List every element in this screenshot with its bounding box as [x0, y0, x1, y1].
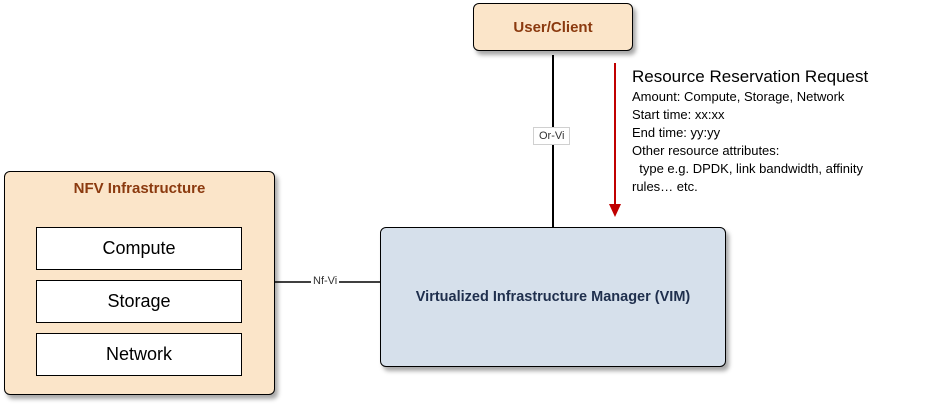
compute-label: Compute [102, 238, 176, 258]
request-type-line: type e.g. DPDK, link bandwidth, affinity [632, 161, 863, 176]
network-resource-box: Network [36, 333, 242, 376]
nfv-infrastructure-node: NFV Infrastructure Compute Storage Netwo… [4, 171, 275, 395]
request-start-time-line: Start time: xx:xx [632, 107, 725, 122]
request-title: Resource Reservation Request [632, 67, 869, 86]
compute-resource-box: Compute [36, 227, 242, 270]
request-end-time-line: End time: yy:yy [632, 125, 721, 140]
request-attributes-line: Other resource attributes: [632, 143, 780, 158]
storage-label: Storage [107, 291, 171, 311]
resource-reservation-request: Resource Reservation Request Amount: Com… [632, 66, 868, 196]
storage-resource-box: Storage [36, 280, 242, 323]
vim-node: Virtualized Infrastructure Manager (VIM) [380, 227, 726, 367]
request-arrowhead [609, 204, 621, 217]
vim-label: Virtualized Infrastructure Manager (VIM) [415, 289, 691, 305]
user-client-label: User/Client [513, 18, 593, 36]
nfv-infrastructure-title: NFV Infrastructure [73, 180, 206, 197]
or-vi-interface-label: Or-Vi [533, 127, 571, 145]
user-client-node: User/Client [473, 3, 633, 51]
network-label: Network [105, 344, 172, 364]
request-amount-line: Amount: Compute, Storage, Network [632, 89, 845, 104]
nf-vi-interface-label: Nf-Vi [311, 274, 340, 288]
request-rules-line: rules… etc. [632, 179, 698, 194]
